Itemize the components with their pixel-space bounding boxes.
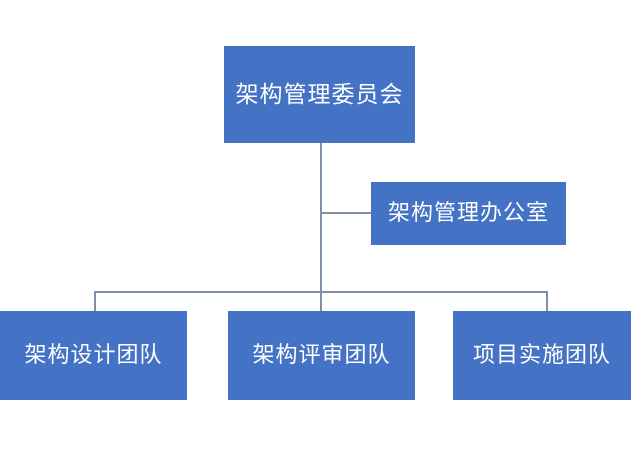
node-label: 架构评审团队 <box>252 342 391 368</box>
connector-committee-trunk <box>320 143 322 312</box>
node-architecture-design-team[interactable]: 架构设计团队 <box>0 311 187 400</box>
node-project-implementation-team[interactable]: 项目实施团队 <box>453 311 631 400</box>
connector-drop-design-team <box>94 291 96 312</box>
node-architecture-review-team[interactable]: 架构评审团队 <box>228 311 415 400</box>
node-label: 架构管理委员会 <box>235 80 404 107</box>
connector-drop-project-team <box>546 291 548 312</box>
connector-teams-bar <box>94 291 548 293</box>
node-label: 项目实施团队 <box>472 342 611 368</box>
node-label: 架构设计团队 <box>24 342 163 368</box>
connector-committee-to-office <box>320 212 372 214</box>
node-architecture-management-office[interactable]: 架构管理办公室 <box>371 182 566 245</box>
node-label: 架构管理办公室 <box>387 200 549 226</box>
node-architecture-management-committee[interactable]: 架构管理委员会 <box>224 46 415 143</box>
